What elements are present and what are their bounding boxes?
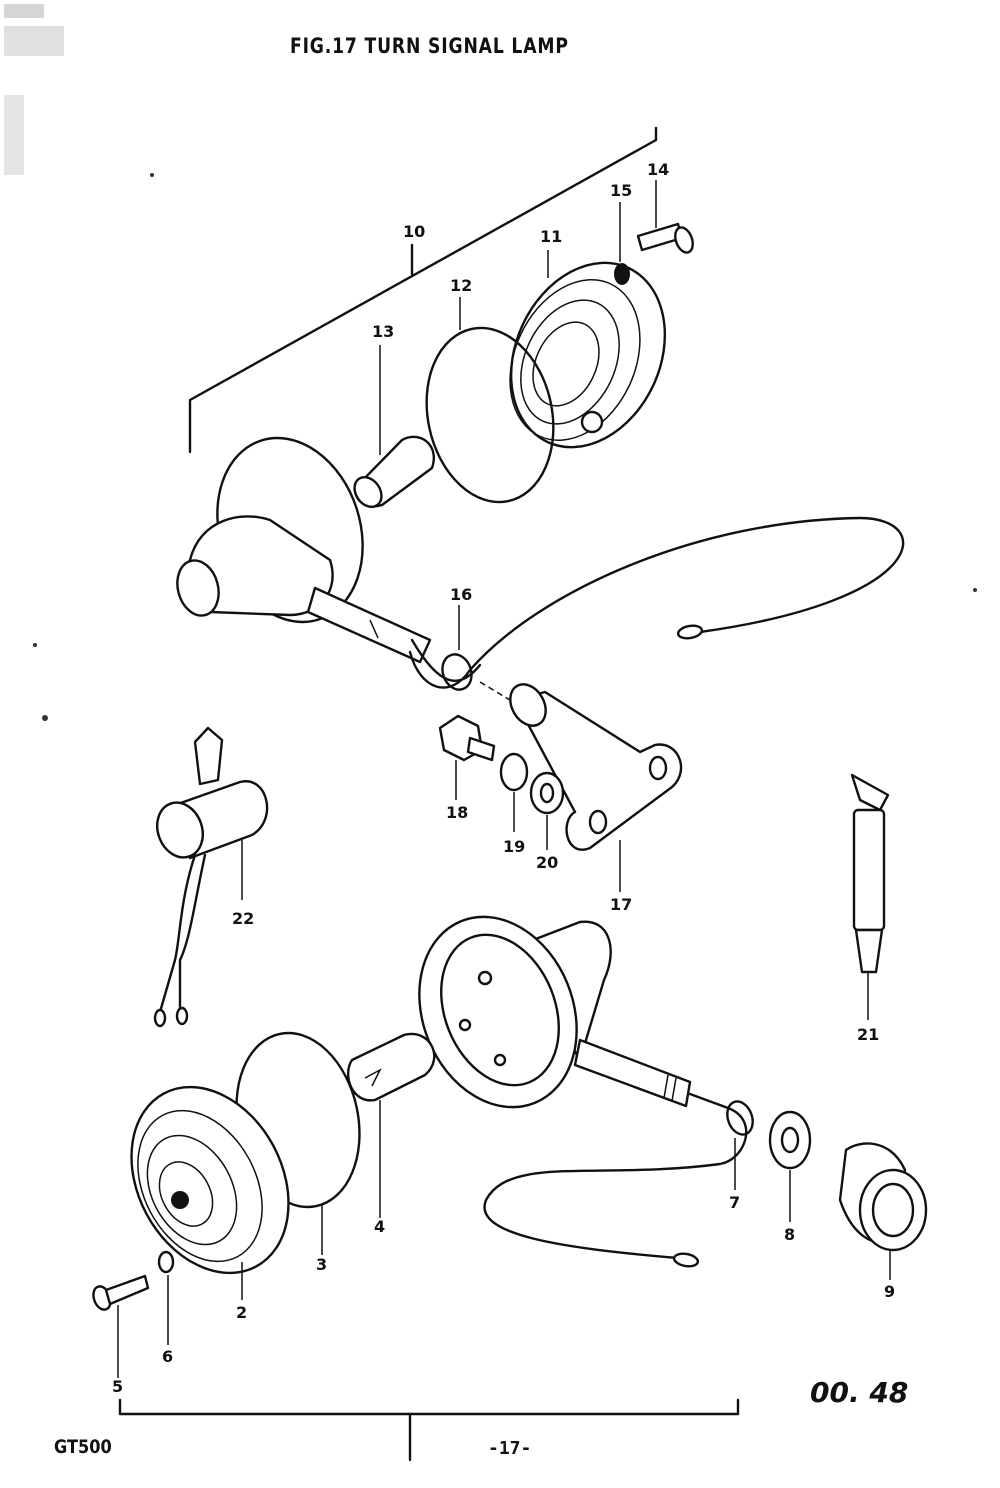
- callout-9: 9: [884, 1282, 895, 1301]
- part-5-screw: [92, 1274, 150, 1378]
- part-18-bolt: [438, 714, 496, 800]
- callout-11: 11: [540, 227, 562, 246]
- callout-16: 16: [450, 585, 472, 604]
- callout-6: 6: [162, 1347, 173, 1366]
- callout-15: 15: [610, 181, 632, 200]
- scan-noise: [4, 4, 977, 721]
- lower-lamp-wire: [483, 1092, 748, 1268]
- figure-title: FIG.17 TURN SIGNAL LAMP: [290, 34, 569, 58]
- callout-19: 19: [503, 837, 525, 856]
- part-17-bracket: [509, 683, 683, 892]
- callout-22: 22: [232, 909, 254, 928]
- part-12-gasket: [425, 297, 555, 504]
- part-7-nut: [726, 1100, 754, 1190]
- part-11-lens: [509, 250, 667, 449]
- callout-13: 13: [372, 322, 394, 341]
- model-label: GT500: [54, 1436, 112, 1458]
- callout-2: 2: [236, 1303, 247, 1322]
- part-6-washer: [157, 1250, 175, 1345]
- callout-5: 5: [112, 1377, 123, 1396]
- part-19-lock-washer: [499, 752, 529, 832]
- callout-10: 10: [403, 222, 425, 241]
- page-number: -17-: [488, 1438, 532, 1459]
- bottom-group-bracket: [118, 1398, 740, 1462]
- upper-lamp-wire: [408, 516, 905, 689]
- upper-lamp-housing: [176, 436, 432, 664]
- reference-code: 00. 48: [810, 1376, 909, 1409]
- part-15-washer: [614, 202, 630, 285]
- callout-4: 4: [374, 1217, 385, 1236]
- callout-20: 20: [536, 853, 558, 872]
- callout-21: 21: [857, 1025, 879, 1044]
- callout-12: 12: [450, 276, 472, 295]
- part-13-bulb: [353, 345, 435, 509]
- callout-3: 3: [316, 1255, 327, 1274]
- callout-17: 17: [610, 895, 632, 914]
- assembly-axis-line: [479, 681, 511, 701]
- callout-labels: 10 11 12 13 14 15 16 17 18 19 20 21 22 2…: [112, 160, 895, 1396]
- callout-14: 14: [647, 160, 669, 179]
- callout-18: 18: [446, 803, 468, 822]
- part-9-rubber-cover: [838, 1142, 928, 1280]
- part-14-screw: [636, 180, 694, 254]
- callout-7: 7: [729, 1193, 740, 1212]
- part-2-lens: [130, 1085, 290, 1300]
- callout-8: 8: [784, 1225, 795, 1244]
- part-4-bulb: [347, 1032, 436, 1218]
- part-20-washer: [529, 771, 565, 850]
- part-22-condenser: [153, 726, 269, 1028]
- lower-lamp-housing: [418, 915, 692, 1109]
- part-21-flasher: [850, 773, 890, 1020]
- part-8-washer: [768, 1110, 812, 1222]
- bracket-part-10: [188, 126, 658, 454]
